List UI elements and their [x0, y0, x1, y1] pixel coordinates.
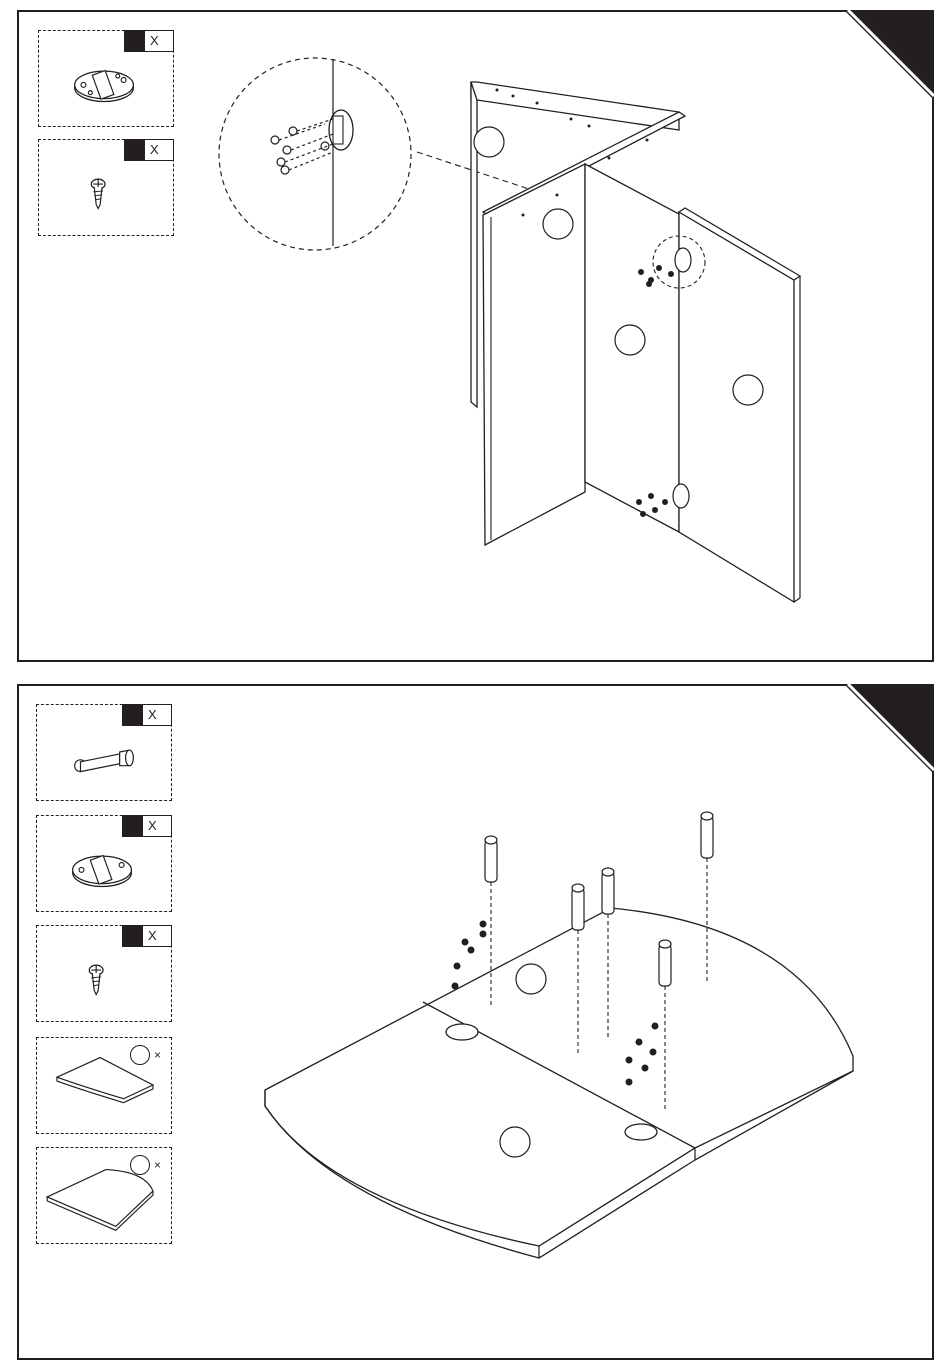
tabletop-panel — [265, 908, 853, 1246]
panel-part-circle — [474, 127, 504, 157]
panel-part-circle — [733, 375, 763, 405]
hinge-area-bottom — [673, 484, 689, 508]
panel-part-circle — [615, 325, 645, 355]
step-panel-2: X X X — [17, 684, 934, 1360]
back-panel-edge — [471, 82, 477, 407]
detail-magnifier-circle — [219, 58, 411, 250]
panel-part-circle — [500, 1127, 530, 1157]
step-panel-1: X X — [17, 10, 934, 662]
hinge-plate-left — [446, 1024, 478, 1040]
step-1-assembly-drawing — [19, 12, 932, 660]
right-panel — [679, 212, 794, 602]
step-2-assembly-drawing — [19, 686, 932, 1358]
panel-part-circle — [516, 964, 546, 994]
panel-part-circle — [543, 209, 573, 239]
hinge-plate-right — [625, 1124, 657, 1140]
